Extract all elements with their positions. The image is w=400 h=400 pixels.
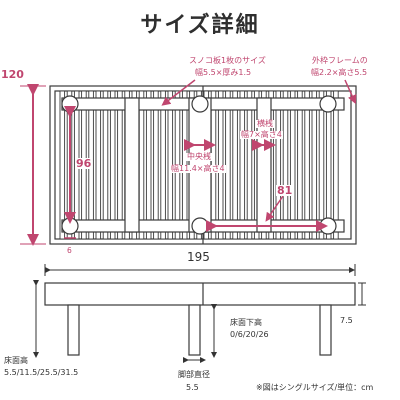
slat bbox=[160, 90, 166, 240]
inner-width-value: 81 bbox=[276, 184, 294, 197]
slat bbox=[145, 90, 152, 240]
frame-label-line1: 外枠フレームの bbox=[312, 56, 368, 65]
slat bbox=[311, 90, 318, 240]
slat bbox=[232, 90, 238, 240]
dark-dimensions bbox=[33, 264, 366, 363]
floor-height-values: 5.5/11.5/25.5/31.5 bbox=[4, 368, 79, 377]
slat bbox=[102, 90, 109, 240]
slat-label-line2: 幅5.5×厚み1.5 bbox=[195, 68, 252, 77]
cross-bar-label-line2: 幅7×高さ4 bbox=[240, 130, 283, 139]
leg-top-right bbox=[319, 95, 337, 113]
pink-dimensions bbox=[20, 79, 357, 246]
slat bbox=[297, 90, 303, 240]
side-view bbox=[44, 282, 356, 356]
slat bbox=[239, 90, 246, 240]
leg-top-center bbox=[191, 95, 209, 113]
leg-bottom-center bbox=[191, 217, 209, 235]
slat bbox=[95, 90, 102, 240]
center-bar-label-line2: 幅11.4×高さ4 bbox=[170, 164, 226, 173]
slat bbox=[318, 90, 325, 240]
width-value: 195 bbox=[187, 250, 210, 264]
page-title: サイズ詳細 bbox=[140, 13, 260, 38]
slat-label-line1: スノコ板1枚のサイズ bbox=[189, 56, 266, 65]
side-frame bbox=[44, 282, 356, 306]
side-leg-center bbox=[188, 304, 201, 356]
leg-offset-value: 6 bbox=[67, 246, 72, 255]
depth-value: 120 bbox=[0, 68, 25, 81]
inner-depth-value: 96 bbox=[75, 157, 93, 170]
slat bbox=[282, 90, 289, 240]
leg-top-left bbox=[61, 95, 79, 113]
slat bbox=[138, 90, 145, 240]
slat bbox=[325, 90, 332, 240]
frame-label-line2: 幅2.2×高さ5.5 bbox=[311, 68, 368, 77]
leg-diameter-label: 脚部直径 bbox=[178, 370, 210, 379]
slat bbox=[109, 90, 116, 240]
floor-height-label: 床面高 bbox=[4, 356, 28, 365]
leg-diameter-value: 5.5 bbox=[186, 383, 199, 392]
leg-bottom-right bbox=[319, 217, 337, 235]
side-leg-right bbox=[319, 304, 332, 356]
slat bbox=[304, 90, 310, 240]
underfloor-values: 0/6/20/26 bbox=[230, 330, 269, 339]
slat bbox=[289, 90, 296, 240]
frame-height-value: 7.5 bbox=[340, 316, 353, 325]
side-leg-left bbox=[67, 304, 80, 356]
center-bar-label-line1: 中央桟 bbox=[186, 152, 212, 161]
support-bar-left bbox=[124, 97, 140, 233]
unit-footnote: ※図はシングルサイズ/単位：cm bbox=[256, 383, 374, 392]
slat bbox=[246, 90, 253, 240]
slat bbox=[117, 90, 123, 240]
slat bbox=[59, 90, 66, 240]
cross-bar-label-line1: 横桟 bbox=[256, 119, 274, 128]
slat bbox=[275, 90, 282, 240]
slat bbox=[225, 90, 231, 240]
leg-bottom-left bbox=[61, 217, 79, 235]
underfloor-label: 床面下高 bbox=[230, 318, 262, 327]
slat bbox=[153, 90, 159, 240]
slat bbox=[333, 90, 339, 240]
